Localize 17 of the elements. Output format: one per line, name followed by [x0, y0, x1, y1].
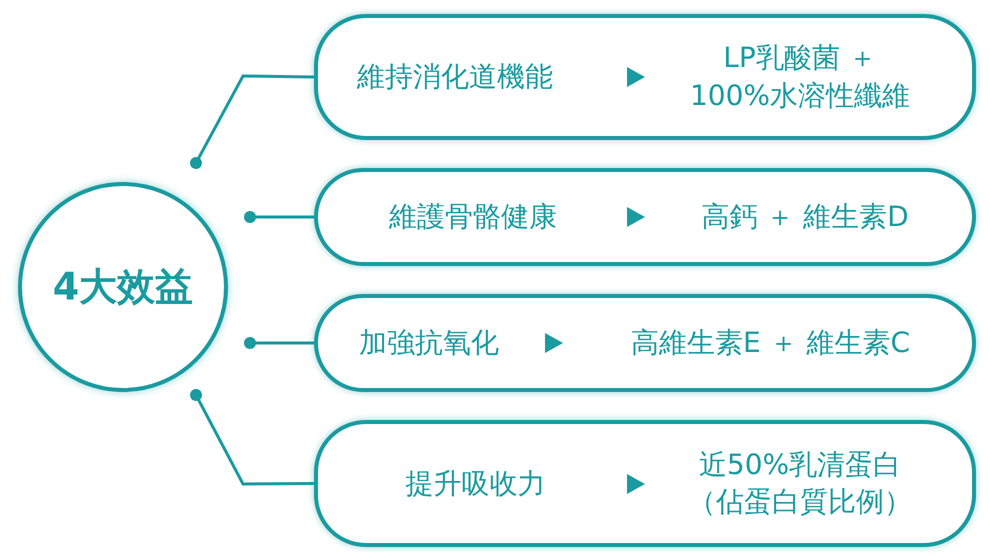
benefit-text: 維持消化道機能 [356, 59, 554, 96]
connector-line [190, 74, 314, 169]
connector-line [244, 337, 314, 349]
benefit-text: 加強抗氧化 [358, 325, 500, 362]
connector-line [244, 211, 314, 223]
benefit-text: 提升吸收力 [404, 466, 546, 502]
connector-line [190, 389, 314, 486]
ingredient-text: LP乳酸菌 ＋ 100%水溶性纖維 [688, 40, 912, 114]
benefit-card [314, 294, 976, 392]
benefit-text: 維護骨骼健康 [388, 199, 558, 236]
circle-title: 4大效益 [52, 264, 194, 310]
ingredient-text: 高維生素E ＋ 維生素C [630, 325, 912, 362]
benefit-card [314, 168, 976, 266]
ingredient-text: 近50%乳清蛋白（佔蛋白質比例） [687, 446, 913, 520]
ingredient-text: 高鈣 ＋ 維生素D [700, 199, 910, 236]
benefit-card [314, 420, 976, 547]
benefit-card [314, 14, 976, 140]
